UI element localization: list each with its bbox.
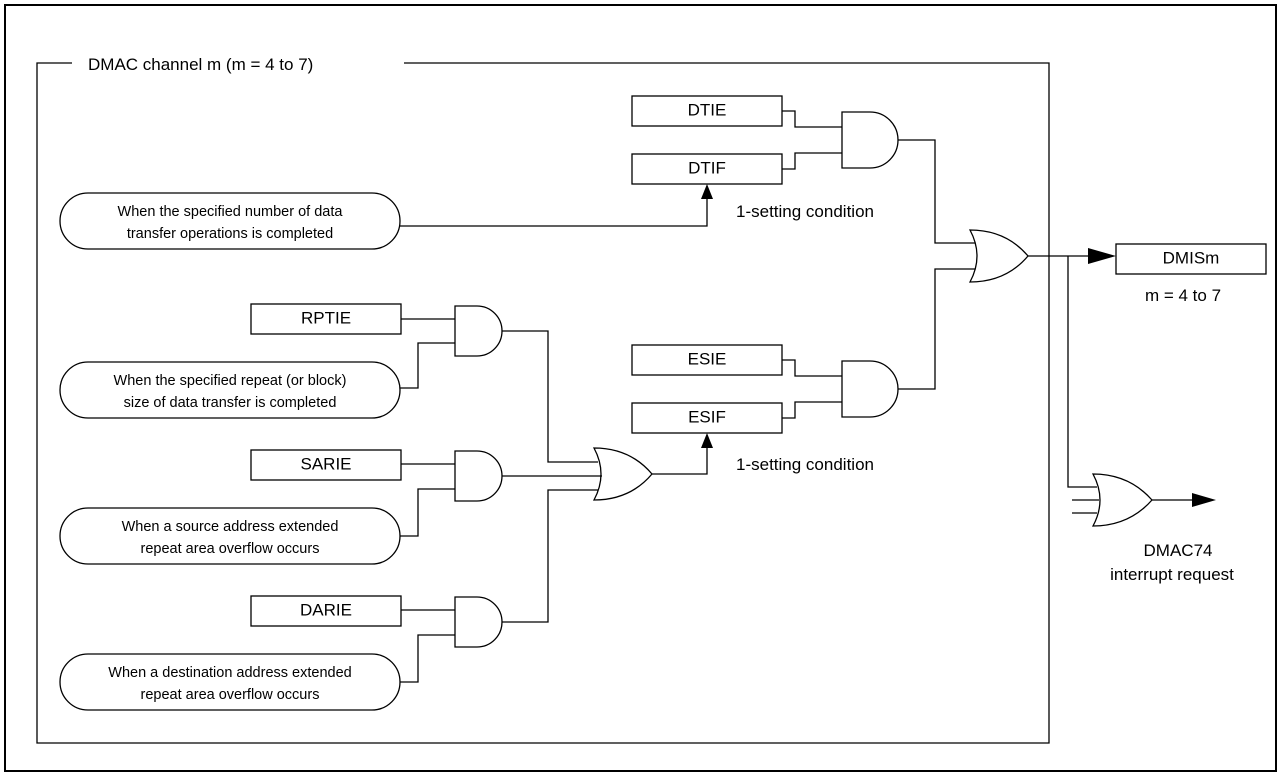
output-label-line1: DMAC74 — [1144, 541, 1213, 560]
flag-esie-label: ESIE — [688, 349, 727, 368]
condition-line: When a destination address extended — [108, 665, 351, 681]
condition-line: When the specified number of data — [118, 204, 344, 220]
output-label-line2: interrupt request — [1110, 565, 1234, 584]
flag-dmis-label: DMISm — [1163, 248, 1220, 267]
wires — [400, 110, 1196, 683]
arrow-up-to-esif — [701, 433, 713, 448]
condition-line: transfer operations is completed — [127, 226, 333, 242]
flag-sarie: SARIE — [250, 449, 402, 481]
flag-esie: ESIE — [631, 344, 783, 376]
or-gate-interrupt — [1091, 473, 1153, 527]
and-gate-sar — [454, 450, 503, 502]
outer-frame — [4, 4, 1277, 772]
and-gate-dt — [841, 111, 899, 169]
flag-darie-label: DARIE — [300, 600, 352, 619]
or-gate-error-sources — [592, 447, 653, 501]
flag-darie: DARIE — [250, 595, 402, 627]
and-gate-dar — [454, 596, 503, 648]
flag-rptie: RPTIE — [250, 303, 402, 335]
flag-rptie-label: RPTIE — [301, 308, 351, 327]
dmis-range-label: m = 4 to 7 — [1145, 286, 1221, 305]
condition-source-overflow: When a source address extended repeat ar… — [59, 507, 401, 565]
and-gate-es — [841, 360, 899, 418]
and-gate-rpt — [454, 305, 503, 357]
flag-esif-label: ESIF — [688, 407, 726, 426]
arrow-interrupt-out — [1192, 493, 1216, 507]
flag-dtif: DTIF — [631, 153, 783, 185]
setting-condition-label: 1-setting condition — [736, 455, 874, 474]
flag-dtif-label: DTIF — [688, 158, 726, 177]
arrow-up-to-dtif — [701, 184, 713, 199]
flag-sarie-label: SARIE — [300, 454, 351, 473]
condition-line: size of data transfer is completed — [124, 395, 337, 411]
setting-condition-label: 1-setting condition — [736, 202, 874, 221]
condition-line: repeat area overflow occurs — [141, 687, 320, 703]
channel-group-title: DMAC channel m (m = 4 to 7) — [88, 55, 313, 74]
flag-dtie: DTIE — [631, 95, 783, 127]
condition-repeat-block-done: When the specified repeat (or block) siz… — [59, 361, 401, 419]
or-gate-dmis — [968, 229, 1029, 283]
condition-data-transfer-done: When the specified number of data transf… — [59, 192, 401, 250]
condition-line: When the specified repeat (or block) — [114, 373, 347, 389]
arrow-to-dmis — [1088, 248, 1116, 264]
channel-group-border — [36, 62, 1050, 744]
condition-line: When a source address extended — [122, 519, 339, 535]
flag-esif: ESIF — [631, 402, 783, 434]
flag-dmis: DMISm — [1115, 243, 1267, 275]
condition-line: repeat area overflow occurs — [141, 541, 320, 557]
condition-dest-overflow: When a destination address extended repe… — [59, 653, 401, 711]
flag-dtie-label: DTIE — [688, 100, 727, 119]
